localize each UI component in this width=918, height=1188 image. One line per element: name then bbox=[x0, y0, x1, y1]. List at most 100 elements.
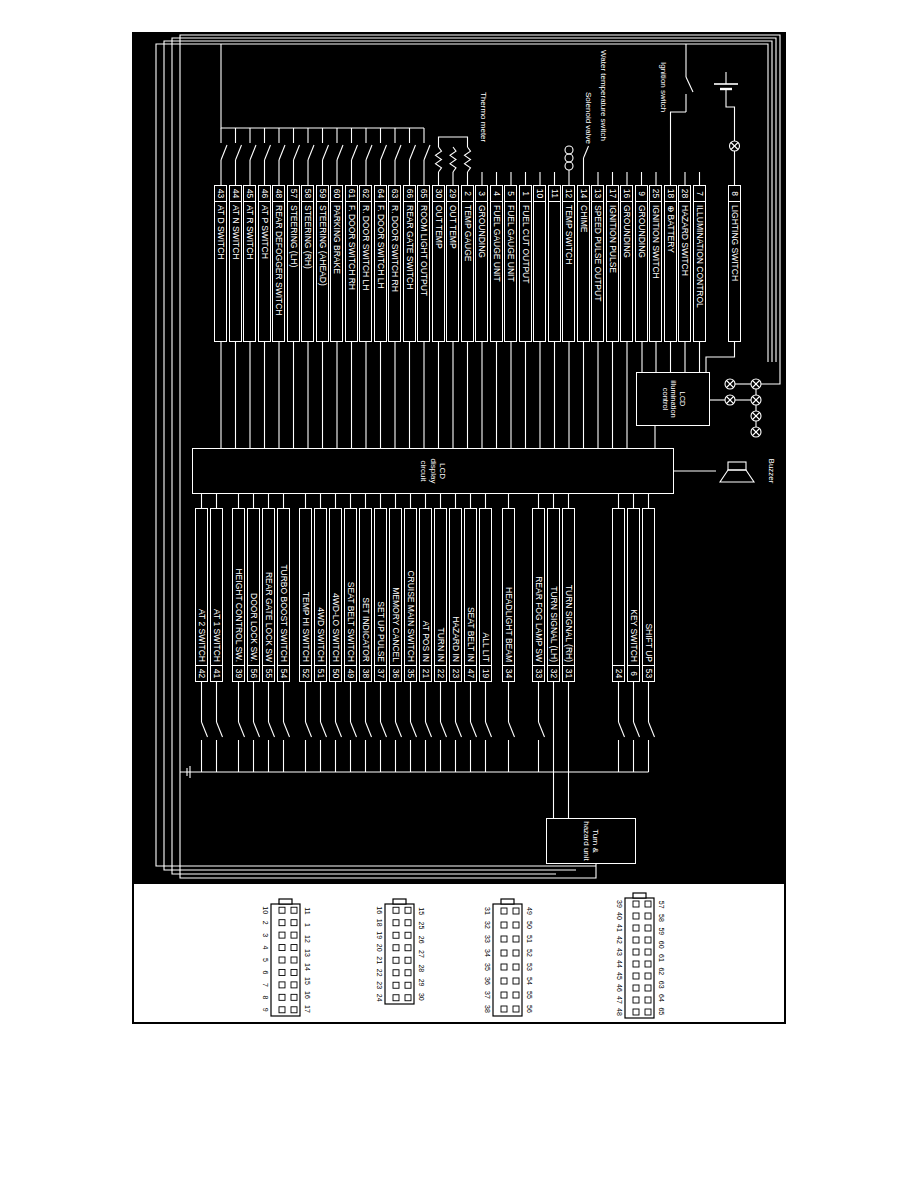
wire bbox=[253, 740, 254, 772]
wire bbox=[554, 342, 555, 448]
pin-number: 4 bbox=[261, 940, 270, 956]
wire bbox=[685, 44, 686, 62]
wire bbox=[380, 128, 381, 143]
wire bbox=[268, 494, 269, 508]
switch-blade bbox=[381, 722, 387, 737]
connector-pin bbox=[393, 970, 399, 976]
pin-number: 48 bbox=[615, 1004, 624, 1020]
pin-number: 49 bbox=[525, 903, 534, 919]
terminal-number: 48 bbox=[274, 186, 285, 202]
lamp-filament bbox=[753, 429, 760, 436]
terminal-box: 22TURN IN bbox=[434, 508, 447, 682]
switch-blade bbox=[509, 722, 515, 737]
pin-number: 65 bbox=[657, 1003, 666, 1019]
wire bbox=[322, 128, 323, 143]
terminal-name: CHIME bbox=[578, 202, 589, 341]
pin-number: 6 bbox=[261, 964, 270, 980]
switch-blade bbox=[306, 722, 312, 737]
wire bbox=[235, 342, 236, 448]
connector-housing bbox=[271, 904, 300, 1016]
wire bbox=[735, 383, 751, 384]
terminal-name: SET INDICATOR bbox=[360, 509, 371, 665]
switch-blade bbox=[336, 722, 342, 737]
terminal-number: 60 bbox=[332, 186, 343, 202]
terminal-number: 7 bbox=[694, 186, 705, 202]
pin-number: 62 bbox=[657, 963, 666, 979]
terminal-name: ROOM LIGHT OUTPUT bbox=[419, 202, 430, 341]
terminal-number: 31 bbox=[563, 665, 574, 681]
terminal-box: 29OUT TEMP bbox=[447, 185, 460, 342]
terminal-name: STEERING (AHEAD) bbox=[317, 202, 328, 341]
terminal-number: 41 bbox=[211, 665, 222, 681]
wire bbox=[216, 494, 217, 508]
wire bbox=[350, 682, 351, 722]
terminal-box: 11 bbox=[548, 185, 561, 342]
wire bbox=[395, 682, 396, 722]
pin-number: 32 bbox=[483, 917, 492, 933]
harness-wire bbox=[761, 362, 780, 384]
wire bbox=[365, 342, 366, 448]
wire bbox=[485, 740, 486, 772]
pin-number: 2 bbox=[261, 915, 270, 931]
switch-blade bbox=[486, 722, 492, 737]
lamp-filament bbox=[731, 143, 738, 150]
connector-pin bbox=[645, 925, 651, 931]
terminal-name: HEIGHT CONTROL SW. bbox=[233, 509, 244, 665]
connector-pin bbox=[645, 913, 651, 919]
wire bbox=[425, 682, 426, 722]
connector-pin bbox=[279, 994, 285, 1000]
wire bbox=[670, 342, 671, 372]
buzzer: Buzzer bbox=[716, 446, 778, 496]
wire bbox=[320, 740, 321, 772]
terminal-box: 61F. DOOR SWITCH RH bbox=[345, 185, 358, 342]
wire bbox=[216, 740, 217, 772]
pin-number: 64 bbox=[657, 990, 666, 1006]
connector-pin bbox=[633, 949, 639, 955]
wire bbox=[626, 342, 627, 448]
wire bbox=[648, 494, 649, 508]
wire bbox=[322, 342, 323, 448]
pin-number: 30 bbox=[417, 989, 426, 1005]
wire bbox=[455, 494, 456, 508]
pin-number: 14 bbox=[303, 959, 312, 975]
wire bbox=[734, 151, 735, 185]
terminal-number: 47 bbox=[465, 665, 476, 681]
terminal-box: 65ROOM LIGHT OUTPUT bbox=[418, 185, 431, 342]
terminal-name: REAR GATE LOCK SW bbox=[263, 509, 274, 665]
terminal-name: AT 2 SWITCH bbox=[196, 509, 207, 665]
pin-number: 3 bbox=[261, 927, 270, 943]
pin-number: 57 bbox=[657, 897, 666, 913]
terminal-box: 35CRUISE MAIN SWITCH bbox=[404, 508, 417, 682]
wire bbox=[380, 342, 381, 448]
harness-wire bbox=[180, 35, 780, 878]
connector-pin bbox=[513, 992, 519, 998]
switch-blade bbox=[284, 722, 290, 737]
pin-number: 55 bbox=[525, 987, 534, 1003]
terminal-number: 23 bbox=[450, 665, 461, 681]
wire bbox=[336, 128, 337, 143]
terminal-number: 12 bbox=[564, 186, 575, 202]
terminal-name: AT D SWITCH bbox=[216, 202, 227, 341]
wire bbox=[365, 682, 366, 722]
wire bbox=[481, 172, 482, 185]
switch-blade bbox=[279, 145, 285, 160]
terminal-name: MEMORY CANCEL bbox=[390, 509, 401, 665]
terminal-box: 13SPEED PULSE OUTPUT bbox=[592, 185, 605, 342]
lamp-symbol bbox=[751, 411, 761, 421]
switch-blade bbox=[250, 145, 256, 160]
bus-wire bbox=[221, 44, 424, 128]
terminal-name: ILLUMINATION CONTROL bbox=[694, 202, 705, 341]
terminal-number: 54 bbox=[278, 665, 289, 681]
terminal-name: IGNITION PULSE bbox=[607, 202, 618, 341]
pin-number: 45 bbox=[615, 968, 624, 984]
pin-number: 13 bbox=[303, 945, 312, 961]
connector-housing bbox=[385, 904, 414, 1004]
wire bbox=[409, 342, 410, 448]
wire bbox=[508, 682, 509, 722]
switch-blade bbox=[366, 145, 372, 160]
connector-latch bbox=[279, 899, 292, 904]
wire bbox=[755, 405, 756, 411]
terminal-box: 37SET UP PULSE bbox=[374, 508, 387, 682]
wire bbox=[583, 172, 584, 185]
connector-pin bbox=[279, 945, 285, 951]
